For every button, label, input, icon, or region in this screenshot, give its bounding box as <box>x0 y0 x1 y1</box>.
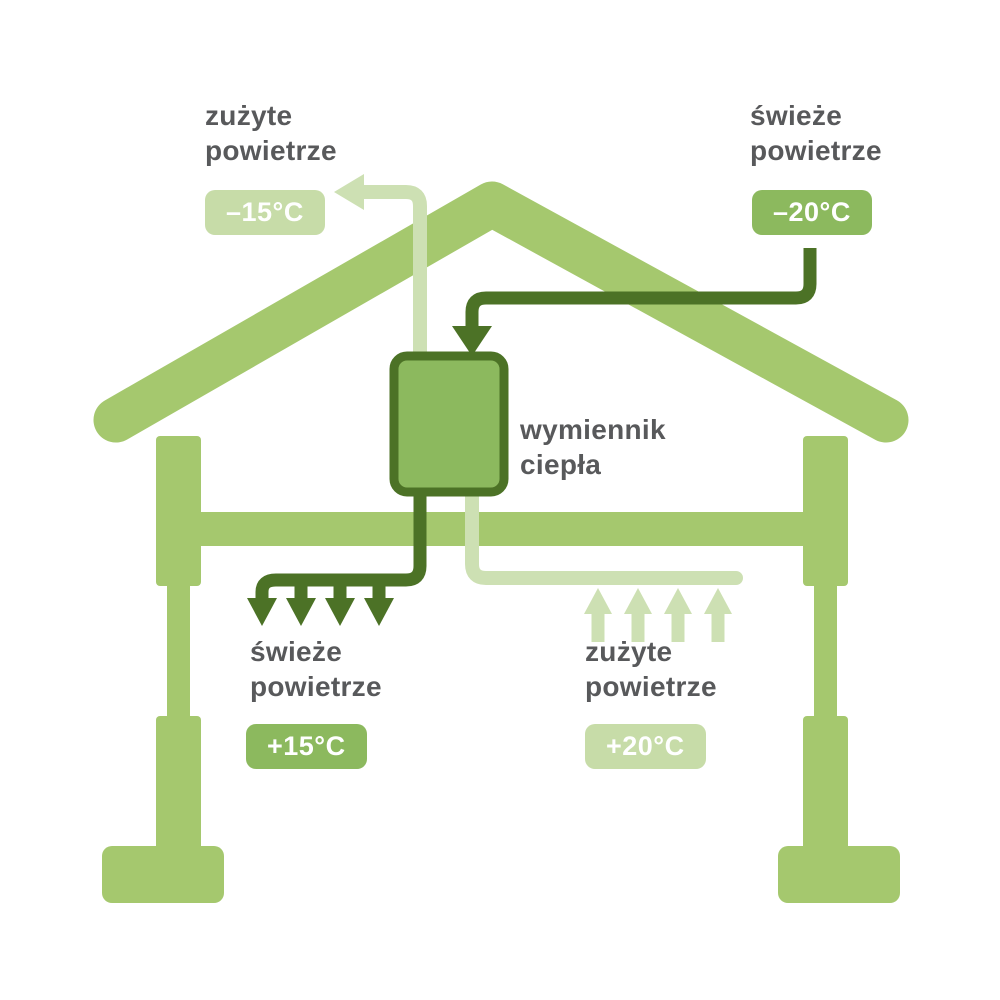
fresh-in-label-line1: świeże <box>750 100 843 131</box>
exhaust-out-label-line2: powietrze <box>205 135 337 166</box>
fresh-supply-label: świeże powietrze <box>250 634 382 704</box>
heat-exchanger <box>389 351 509 497</box>
fresh-in-label: świeże powietrze <box>750 98 882 168</box>
right-wall-middle <box>814 570 837 730</box>
left-wall-middle <box>167 570 190 730</box>
exchanger-label-line2: ciepła <box>520 449 602 480</box>
left-wall-upper <box>156 436 201 586</box>
return-air-arrows <box>584 588 732 642</box>
exhaust-return-label-line2: powietrze <box>585 671 717 702</box>
return-air-arrow-icon <box>584 588 612 614</box>
exhaust-return-label-line1: zużyte <box>585 636 673 667</box>
roof <box>93 181 909 443</box>
left-wall-lower <box>156 716 201 854</box>
exhaust-return-temp-badge: +20°C <box>585 724 706 769</box>
fresh-in-temp-badge: –20°C <box>752 190 872 235</box>
right-foundation <box>778 846 900 903</box>
supply-arrow-icon <box>247 598 277 626</box>
exhaust-return-label: zużyte powietrze <box>585 634 717 704</box>
supply-arrows <box>247 574 394 626</box>
return-air-arrow-icon <box>664 588 692 614</box>
fresh-in-label-line2: powietrze <box>750 135 882 166</box>
exhaust-outlet-arrow-icon <box>334 174 364 210</box>
left-wall <box>102 436 224 903</box>
exchanger-label: wymiennik ciepła <box>520 412 666 482</box>
fresh-intake-arrow-icon <box>452 326 492 356</box>
supply-arrow-icon <box>286 598 316 626</box>
supply-arrow-icon <box>325 598 355 626</box>
fresh-supply-label-line2: powietrze <box>250 671 382 702</box>
fresh-intake-pipe <box>465 248 817 328</box>
fresh-supply-label-line1: świeże <box>250 636 343 667</box>
fresh-supply-temp-badge: +15°C <box>246 724 367 769</box>
return-air-arrow-icon <box>704 588 732 614</box>
exchanger-label-line1: wymiennik <box>520 414 666 445</box>
right-wall-upper <box>803 436 848 586</box>
exhaust-out-label: zużyte powietrze <box>205 98 337 168</box>
exhaust-outlet-pipe <box>364 185 427 400</box>
exhaust-out-temp-badge: –15°C <box>205 190 325 235</box>
return-air-arrow-icon <box>624 588 652 614</box>
return-air-pipe <box>465 413 743 585</box>
right-wall-lower <box>803 716 848 854</box>
right-wall <box>778 436 900 903</box>
exhaust-out-label-line1: zużyte <box>205 100 293 131</box>
left-foundation <box>102 846 224 903</box>
supply-arrow-icon <box>364 598 394 626</box>
ceiling-band <box>175 512 830 546</box>
